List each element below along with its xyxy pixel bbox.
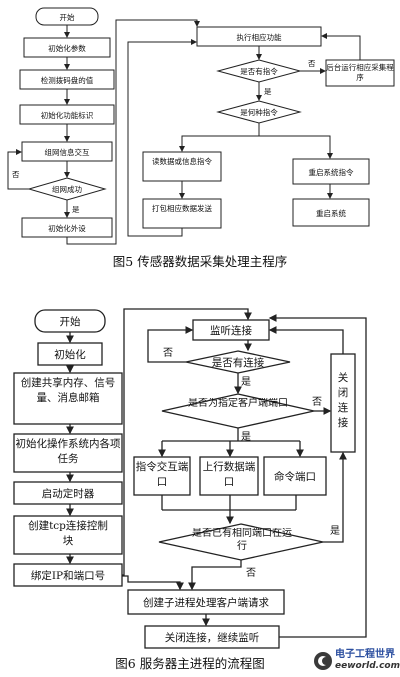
fig5-pack-send-label: 打包相应数据发送 [152,204,212,213]
fig6-create-shared-label: 创建共享内存、信号量、消息邮箱 [20,377,116,404]
fig6-init-label: 初始化 [54,348,86,361]
fig6-is-port-label: 是否为指定客户端端口 [188,398,288,409]
fig6-yes-label-3: 是 [330,525,340,537]
fig5-restart-cmd-box [292,158,370,185]
fig6-no-label-2: 否 [312,396,322,408]
figure6: 开始 初始化 创建共享内存、信号量、消息邮箱 初始化操作系统内各项任务 启动定时… [13,308,367,671]
fig6-no-label-3: 否 [246,567,256,579]
fig6-cmd-port-ex-box [133,456,191,496]
fig6-cmd-port-ex-label: 指令交互端口 [135,461,189,488]
fig5-restart-sys-label: 重启系统 [316,208,346,218]
fig5-detect-dial-label: 检测拨码盘的值 [41,75,94,85]
fig6-init-os-label: 初始化操作系统内各项任务 [15,438,121,465]
fig5-yes-label-1: 是 [72,205,80,214]
eeworld-watermark: 电子工程世界 eeworld.com.cn [314,647,400,671]
fig5-read-data-box [142,151,222,182]
fig6-init-os-box [13,433,123,473]
watermark-site-cn: 电子工程世界 [335,647,395,660]
watermark-site-en: eeworld.com.cn [335,661,400,671]
fig5-has-cmd-label: 是否有指令 [240,66,278,76]
fig6-create-tcp-label: 创建tcp连接控制块 [28,520,108,547]
fig5-yes-label-2: 是 [264,87,272,96]
fig6-yes-label-1: 是 [241,376,251,388]
fig5-init-params-label: 初始化参数 [48,43,86,53]
fig6-create-tcp-box [13,515,123,555]
fig5-pack-send-box [142,198,222,229]
fig5-exec-func-label: 执行相应功能 [237,32,282,42]
fig6-caption: 图6 服务器主进程的流程图 [115,656,264,671]
fig5-no-label-2: 否 [308,59,316,68]
fig6-bind-ip-label: 绑定IP和端口号 [31,569,105,582]
figure5: 开始 初始化参数 检测拨码盘的值 初始化功能标识 组网信息交互 组网成功 否 是… [7,7,395,269]
fig5-no-label-1: 否 [12,170,20,179]
fig6-cmd-port-box [263,456,327,496]
fig5-read-data-label: 读数据或信息指令 [152,157,212,166]
fig5-network-success-label: 组网成功 [52,184,82,194]
fig6-listen-label: 监听连接 [210,324,252,337]
fig6-no-label-1: 否 [163,347,173,359]
fig6-start-timer-box [13,481,123,505]
fig6-cmd-port-label: 命令端口 [274,470,316,483]
fig6-start-timer-label: 启动定时器 [42,487,95,500]
fig5-init-peripheral-label: 初始化外设 [48,223,86,233]
fig6-start-label: 开始 [60,315,81,328]
fig6-has-conn-label: 是否有连接 [212,356,265,369]
fig6-upload-port-label: 上行数据端口 [202,461,256,488]
fig6-yes-label-2: 是 [241,431,251,443]
fig6-create-child-label: 创建子进程处理客户端请求 [143,596,269,609]
fig6-create-shared-box [13,372,123,425]
fig5-restart-sys-box [292,198,370,227]
fig5-bg-collect-box [325,59,395,87]
fig5-which-cmd-label: 是何种指令 [240,107,278,117]
fig6-close-conn-label: 关闭连接 [337,372,349,429]
fig5-init-func-id-label: 初始化功能标识 [41,110,94,120]
fig6-same-port-label: 是否已有相同端口在运行 [192,528,292,552]
fig5-bg-collect-label: 后台运行相应采集程序 [326,63,394,82]
fig6-upload-port-box [199,456,259,496]
fig5-restart-cmd-label: 重启系统指令 [309,167,354,177]
fig6-create-child-box [127,589,285,615]
fig5-caption: 图5 传感器数据采集处理主程序 [113,254,287,269]
fig5-start-label: 开始 [60,12,75,22]
fig6-close-continue-label: 关闭连接，继续监听 [165,631,260,644]
fig5-network-exchange-label: 组网信息交互 [45,147,90,157]
